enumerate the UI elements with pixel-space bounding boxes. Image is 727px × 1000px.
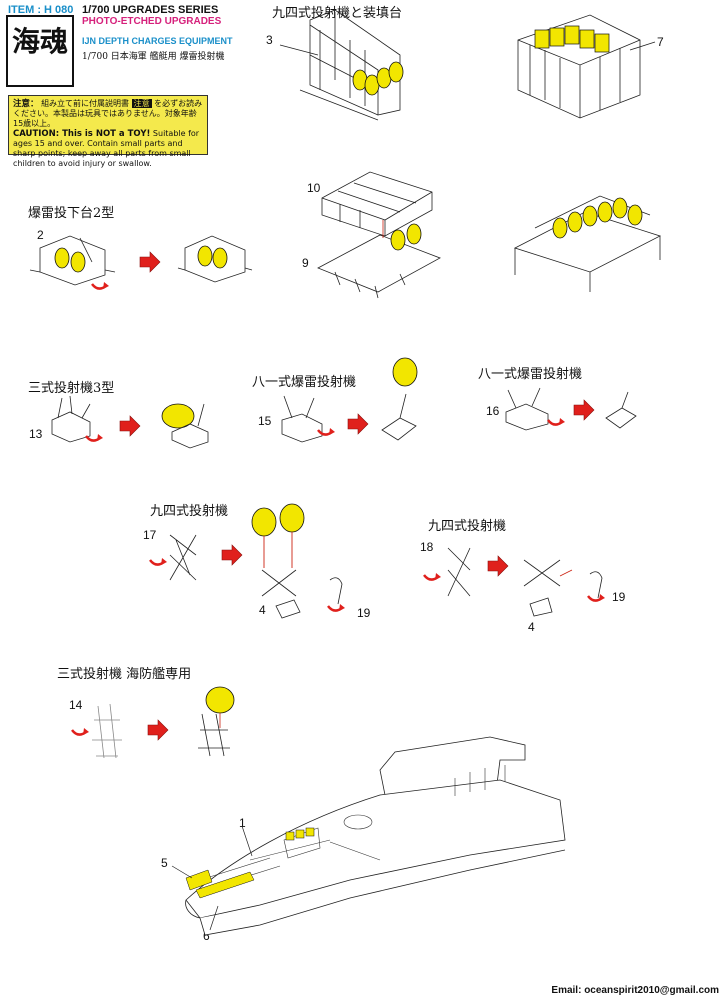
rail-9	[317, 220, 441, 299]
depth-charges-loader-3	[352, 61, 404, 96]
part-number-19b: 19	[612, 590, 626, 604]
caution-jp-title: 注意：	[13, 99, 39, 109]
brand-logo: 海魂	[6, 15, 74, 87]
part-number-18: 18	[420, 540, 434, 554]
depth-charge-17a	[251, 507, 277, 537]
part-number-7: 7	[657, 35, 664, 49]
depth-charges-loader-7	[534, 25, 610, 53]
caution-jp-line2: ください。本製品は玩具ではありません。対象年齢15歳以上。	[13, 109, 197, 128]
launcher-14-assembled	[198, 713, 230, 757]
part-number-15: 15	[258, 414, 272, 428]
ship-stern-drawing	[185, 736, 566, 936]
caution-en-title: CAUTION: This is NOT a TOY!	[13, 129, 151, 139]
part-number-10: 10	[307, 181, 321, 195]
caution-badge: 注意	[131, 99, 152, 108]
launcher-17	[169, 534, 197, 581]
product-name-jp: 1/700 日本海軍 艦艇用 爆雷投射機	[82, 52, 225, 62]
part-number-3: 3	[266, 33, 273, 47]
depth-charge-15	[392, 357, 418, 387]
launcher-18-assembled	[523, 559, 603, 617]
part-number-4a: 4	[259, 603, 266, 617]
rack-type2-before	[29, 235, 116, 286]
part-number-2: 2	[37, 228, 44, 242]
section-title-type81-b: 八一式爆雷投射機	[478, 367, 583, 382]
part-number-1: 1	[239, 816, 246, 830]
item-code: ITEM : H 080	[8, 4, 74, 16]
section-title-type3-kaiboukan: 三式投射機 海防艦専用	[57, 667, 192, 682]
part-number-14: 14	[69, 698, 83, 712]
product-name: IJN DEPTH CHARGES EQUIPMENT	[82, 36, 233, 46]
launcher-16	[505, 387, 549, 431]
rack-type2-after	[177, 235, 253, 283]
section-title-type3: 三式投射機3型	[28, 381, 115, 396]
caution-en-text: Suitable for ages 15 and over. Contain s…	[13, 129, 200, 168]
section-title-type94-b: 九四式投射機	[428, 519, 507, 534]
ship-stern-yellow-parts	[185, 827, 315, 899]
part-number-17: 17	[143, 528, 157, 542]
launcher-13	[51, 395, 91, 443]
depth-charge-13	[161, 403, 195, 429]
logo-char-1: 海魂	[12, 25, 68, 58]
part-number-5: 5	[161, 856, 168, 870]
section-title-type94-loader: 九四式投射機と装填台	[272, 6, 403, 21]
loader-frame-7	[517, 14, 656, 119]
launcher-14	[92, 703, 122, 759]
depth-charge-17b	[279, 503, 305, 533]
section-title-rack-type2: 爆雷投下台2型	[28, 206, 115, 221]
part-number-4b: 4	[528, 620, 535, 634]
loader-frame-3	[279, 9, 401, 121]
launcher-16-assembled	[605, 391, 637, 429]
frame-10	[321, 171, 433, 237]
launcher-15	[281, 395, 323, 443]
launcher-18	[447, 547, 471, 597]
part-number-6: 6	[203, 929, 210, 943]
section-title-type81-a: 八一式爆雷投射機	[252, 375, 357, 390]
part-number-9: 9	[302, 256, 309, 270]
depth-charge-14	[205, 686, 235, 714]
section-title-type94-a: 九四式投射機	[150, 504, 229, 519]
caution-jp-line1b: を必ずお読み	[154, 99, 203, 108]
depth-charges-rail-loaded	[552, 197, 643, 239]
caution-box: 注意： 組み立て前に付属説明書 注意 を必ずお読み ください。本製品は玩具ではあ…	[8, 95, 208, 168]
part-number-19a: 19	[357, 606, 371, 620]
part-number-13: 13	[29, 427, 43, 441]
contact-email[interactable]: Email: oceanspirit2010@gmail.com	[551, 985, 719, 996]
caution-jp-line1: 組み立て前に付属説明書	[41, 99, 130, 108]
part-number-16: 16	[486, 404, 500, 418]
scale-series: 1/700 UPGRADES SERIES	[82, 4, 219, 16]
launcher-17-assembled	[261, 569, 343, 619]
subtitle: PHOTO-ETCHED UPGRADES	[82, 16, 222, 27]
